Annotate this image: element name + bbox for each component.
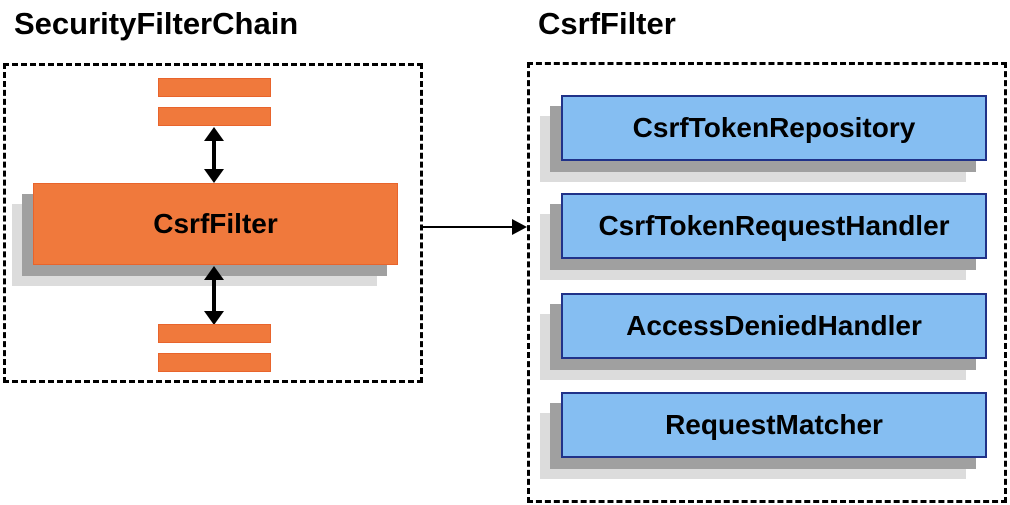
- arrow-shaft: [212, 276, 216, 315]
- csrf-filter-box: CsrfFilter: [12, 183, 398, 286]
- component-label: RequestMatcher: [665, 409, 883, 440]
- component-box-face: CsrfTokenRepository: [561, 95, 987, 161]
- other-filter-bar: [158, 353, 271, 372]
- component-box-face: RequestMatcher: [561, 392, 987, 458]
- arrow-up-head-icon: [204, 127, 224, 141]
- arrow-right-head-icon: [512, 219, 527, 235]
- access-denied-handler-box: AccessDeniedHandler: [540, 293, 987, 380]
- component-box-face: AccessDeniedHandler: [561, 293, 987, 359]
- arrow-shaft: [423, 226, 515, 228]
- component-label: CsrfTokenRequestHandler: [598, 210, 950, 241]
- other-filter-bar: [158, 78, 271, 97]
- security-filter-chain-container: [3, 63, 423, 383]
- csrf-filter-box-face: CsrfFilter: [33, 183, 398, 265]
- arrow-up-head-icon: [204, 266, 224, 280]
- arrow-shaft: [212, 137, 216, 173]
- other-filter-bar: [158, 324, 271, 343]
- component-box-face: CsrfTokenRequestHandler: [561, 193, 987, 259]
- security-filter-chain-title: SecurityFilterChain: [14, 6, 299, 41]
- csrf-token-repository-box: CsrfTokenRepository: [540, 95, 987, 182]
- request-matcher-box: RequestMatcher: [540, 392, 987, 479]
- csrf-token-request-handler-box: CsrfTokenRequestHandler: [540, 193, 987, 280]
- csrf-filter-title: CsrfFilter: [538, 6, 676, 41]
- other-filter-bar: [158, 107, 271, 126]
- component-label: CsrfTokenRepository: [632, 112, 916, 143]
- arrow-down-head-icon: [204, 311, 224, 325]
- component-label: AccessDeniedHandler: [626, 310, 922, 341]
- arrow-down-head-icon: [204, 169, 224, 183]
- csrf-filter-container: [527, 62, 1007, 503]
- csrf-filter-box-label: CsrfFilter: [153, 208, 278, 239]
- bidirectional-arrow-icon: [200, 127, 228, 183]
- bidirectional-arrow-icon: [200, 266, 228, 325]
